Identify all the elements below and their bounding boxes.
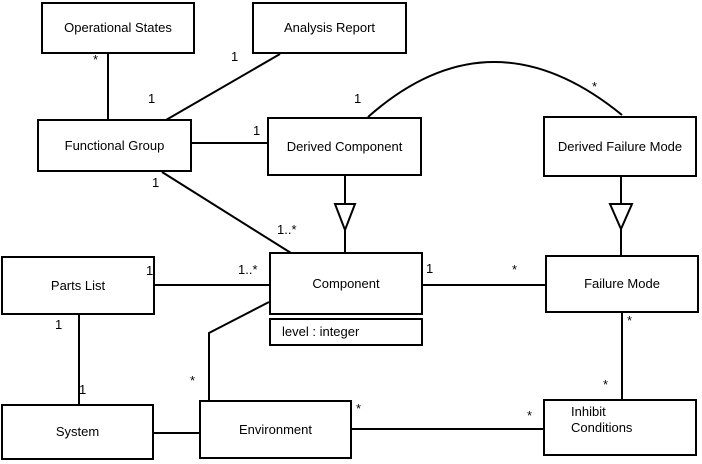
class-derived-failure-mode: Derived Failure Mode [543, 116, 697, 177]
association-derived-component-derived-failure-mode [367, 61, 623, 118]
class-functional-group: Functional Group [37, 119, 192, 172]
multiplicity-label: * [592, 79, 598, 94]
class-inhibit-conditions: Inhibit Conditions [543, 399, 697, 456]
multiplicity-label: 1 [55, 317, 63, 332]
class-label: System [55, 424, 100, 439]
generalization-triangle-icon [608, 203, 634, 232]
class-failure-mode: Failure Mode [545, 255, 699, 313]
multiplicity-label: 1 [253, 123, 261, 138]
multiplicity-label: 1 [426, 261, 434, 276]
generalization-triangle-icon [333, 203, 357, 233]
class-label: Component [312, 275, 380, 291]
class-label: Inhibit Conditions [571, 404, 633, 435]
class-label: Operational States [64, 20, 172, 35]
class-label: Functional Group [64, 137, 165, 153]
class-label: Environment [239, 421, 312, 437]
multiplicity-label: 1 [146, 263, 154, 278]
class-label: Derived Component [286, 138, 403, 154]
multiplicity-label: 1 [148, 91, 156, 106]
class-environment: Environment [199, 400, 352, 459]
association-functional-group-component [161, 171, 292, 254]
multiplicity-label: * [93, 52, 99, 67]
association-analysis-report-functional-group [165, 53, 281, 121]
multiplicity-label: 1..* [277, 222, 297, 237]
multiplicity-label: 1 [354, 91, 362, 106]
multiplicity-label: 1 [152, 175, 160, 190]
class-analysis-report: Analysis Report [252, 2, 407, 54]
class-system: System [1, 404, 154, 460]
class-label: Failure Mode [584, 276, 660, 291]
class-component-attribute-compartment: level : integer [269, 318, 423, 346]
class-component: Component [269, 252, 423, 315]
class-operational-states: Operational States [41, 2, 195, 54]
multiplicity-label: * [627, 313, 633, 328]
association-component-environment [208, 301, 270, 400]
multiplicity-label: 1 [79, 382, 87, 397]
multiplicity-label: 1..* [238, 262, 258, 277]
multiplicity-label: 1 [231, 49, 239, 64]
multiplicity-label: * [190, 373, 196, 388]
class-label: Derived Failure Mode [557, 138, 683, 154]
multiplicity-label: * [527, 408, 533, 423]
multiplicity-label: * [356, 401, 362, 416]
class-label: Analysis Report [283, 20, 376, 35]
class-parts-list: Parts List [1, 256, 155, 315]
multiplicity-label: * [512, 262, 518, 277]
multiplicity-label: * [603, 377, 609, 392]
class-derived-component: Derived Component [267, 117, 422, 176]
attribute-label: level : integer [282, 324, 360, 339]
class-label: Parts List [50, 277, 106, 293]
